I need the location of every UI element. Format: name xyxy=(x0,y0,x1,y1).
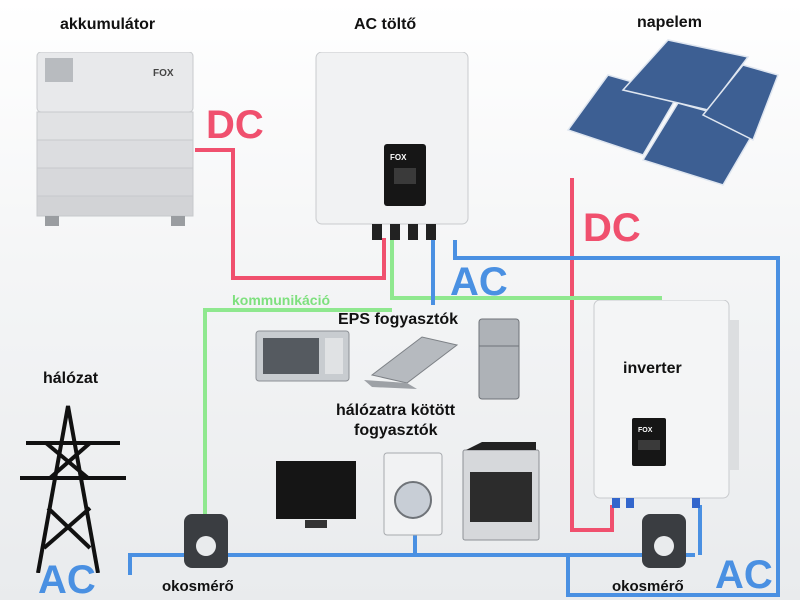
battery-device: FOX xyxy=(35,51,195,230)
washing-machine-icon xyxy=(383,452,443,537)
grid-pylon-device xyxy=(18,398,128,574)
ac-charger-label: AC töltő xyxy=(354,16,417,33)
oven-icon xyxy=(462,442,540,542)
ac-label-right: AC xyxy=(715,553,773,597)
ac-label-grid: AC xyxy=(38,558,96,602)
eps-loads-label: EPS fogyasztók xyxy=(338,311,459,328)
meter-right-label: okosmérő xyxy=(612,578,684,595)
smart-meter-left-icon xyxy=(182,512,230,570)
grid-loads-label-line1: hálózatra kötött xyxy=(336,402,456,419)
comm-wire-meter xyxy=(203,308,392,520)
dc-wire-solar xyxy=(570,178,614,532)
dc-label-battery: DC xyxy=(206,103,264,147)
solar-label: napelem xyxy=(637,14,702,31)
communication-label: kommunikáció xyxy=(232,292,331,308)
meter-left-label: okosmérő xyxy=(162,578,234,595)
grid-label: hálózat xyxy=(43,370,99,387)
smart-meter-right-icon xyxy=(640,512,688,570)
ac-charger-device: FOX xyxy=(312,51,472,242)
ac-wire-top xyxy=(453,240,780,597)
battery-label: akkumulátor xyxy=(60,16,156,33)
inverter-device: FOX xyxy=(592,299,742,510)
laptop-icon xyxy=(362,335,462,390)
grid-loads-label-line2: fogyasztók xyxy=(354,422,438,439)
dc-label-solar: DC xyxy=(583,206,641,250)
ac-label-charger: AC xyxy=(450,260,508,304)
dc-wire-battery xyxy=(195,148,386,280)
ac-wire-grid xyxy=(128,553,695,575)
solar-panel-device xyxy=(548,35,783,195)
refrigerator-icon xyxy=(478,318,520,400)
charger-logo: FOX xyxy=(390,153,407,162)
microwave-icon xyxy=(255,330,350,382)
inverter-label: inverter xyxy=(623,360,682,377)
battery-logo: FOX xyxy=(153,68,174,79)
inverter-logo: FOX xyxy=(638,427,653,434)
tv-icon xyxy=(275,460,357,530)
